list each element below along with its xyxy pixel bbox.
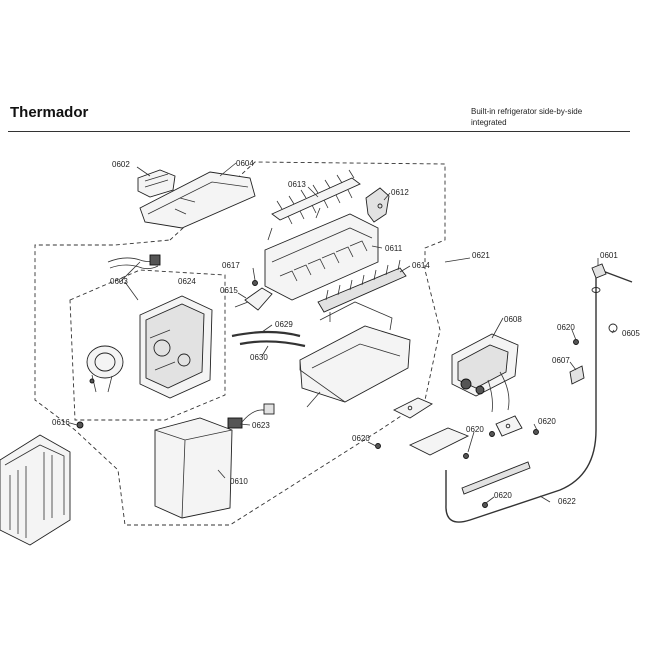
part-0615-fill-cup[interactable] <box>234 287 273 311</box>
header-rule <box>8 131 630 132</box>
label-0620-right: 0620 <box>538 417 556 426</box>
label-0601: 0601 <box>600 251 618 260</box>
label-0603: 0603 <box>110 277 128 286</box>
part-0603-wire-harness[interactable] <box>107 254 161 270</box>
label-0620-top: 0620 <box>557 323 575 332</box>
model-description-line1: Built-in refrigerator side-by-side <box>471 107 583 116</box>
label-0621: 0621 <box>472 251 490 260</box>
appliance-location-thumbnail <box>0 434 71 546</box>
part-0613-ejector-arms[interactable] <box>271 169 361 225</box>
model-description: Built-in refrigerator side-by-side integ… <box>471 106 582 128</box>
label-0617: 0617 <box>222 261 240 270</box>
label-0610: 0610 <box>230 477 248 486</box>
part-0620-bracket-right[interactable] <box>495 415 523 437</box>
part-0608-water-valve[interactable] <box>451 333 519 413</box>
part-0607-clamp[interactable] <box>569 365 585 385</box>
label-0615: 0615 <box>220 286 238 295</box>
assembly-group-outline <box>34 161 446 526</box>
part-0617-screw[interactable] <box>252 280 258 286</box>
part-0623-connector[interactable] <box>227 403 275 429</box>
part-number-labels: 0602 0604 0613 0612 0611 0614 0621 0601 … <box>52 159 640 506</box>
part-0629-tube[interactable] <box>231 330 301 338</box>
part-0624-drive-mechanism[interactable] <box>139 295 213 399</box>
label-0612: 0612 <box>391 188 409 197</box>
label-0602: 0602 <box>112 160 130 169</box>
part-0620-rail[interactable] <box>461 461 531 495</box>
part-0604-cover-plate[interactable] <box>139 171 256 229</box>
label-0629: 0629 <box>275 320 293 329</box>
part-0624-motor[interactable] <box>86 345 124 393</box>
part-0622-water-line[interactable] <box>445 318 597 523</box>
label-0605: 0605 <box>622 329 640 338</box>
part-0610-ice-box[interactable] <box>154 417 233 519</box>
part-0620-bracket-left[interactable] <box>392 397 433 419</box>
model-description-line2: integrated <box>471 118 507 127</box>
brand-title: Thermador <box>10 104 89 121</box>
part-0612-mount-bracket[interactable] <box>365 187 390 223</box>
label-0624: 0624 <box>178 277 196 286</box>
label-0620-center: 0620 <box>466 425 484 434</box>
part-0616-screw[interactable] <box>76 421 84 429</box>
part-0602-bracket[interactable] <box>137 169 176 198</box>
label-0616: 0616 <box>52 418 70 427</box>
part-0609-support-frame[interactable] <box>299 301 411 403</box>
part-0614-heater[interactable] <box>317 259 407 322</box>
label-0614: 0614 <box>412 261 430 270</box>
part-0630-tube[interactable] <box>239 340 306 348</box>
label-0630: 0630 <box>250 353 268 362</box>
label-0604: 0604 <box>236 159 254 168</box>
label-0613: 0613 <box>288 180 306 189</box>
part-valve-mount-plate[interactable] <box>408 427 470 456</box>
mechanism-group-outline <box>69 269 226 421</box>
leader-lines <box>69 162 615 504</box>
part-0601-fill-tube[interactable] <box>591 263 633 318</box>
label-0622: 0622 <box>558 497 576 506</box>
label-0611: 0611 <box>385 244 403 253</box>
label-0607: 0607 <box>552 356 570 365</box>
part-0620-screw-set[interactable] <box>375 339 579 508</box>
label-0620-bottom: 0620 <box>494 491 512 500</box>
label-0620-left: 0620 <box>352 434 370 443</box>
label-0623: 0623 <box>252 421 270 430</box>
label-0608: 0608 <box>504 315 522 324</box>
part-0611-ice-mold[interactable] <box>264 207 379 301</box>
